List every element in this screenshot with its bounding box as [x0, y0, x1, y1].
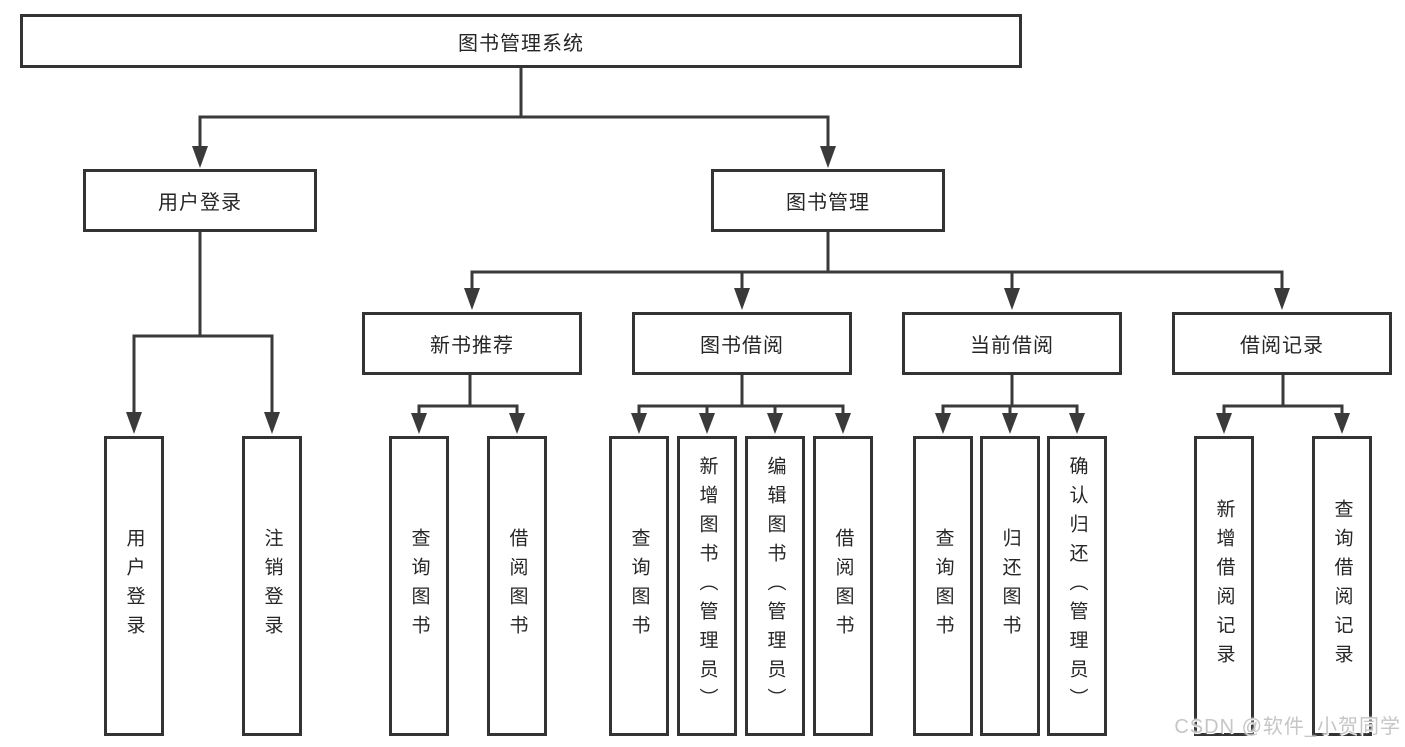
leaf-confirm-return-admin: 确认归还（管理员） — [1047, 436, 1107, 736]
connector-user-login — [132, 230, 274, 415]
leaf-query-books-borrow: 查询图书 — [609, 436, 669, 736]
node-label: 确认归还（管理员） — [1066, 455, 1088, 717]
leaf-query-borrow-record: 查询借阅记录 — [1312, 436, 1372, 736]
node-label: 查询图书 — [628, 528, 650, 644]
node-label: 查询图书 — [408, 528, 430, 644]
leaf-add-borrow-record: 新增借阅记录 — [1194, 436, 1254, 736]
node-label: 图书管理系统 — [458, 32, 584, 55]
node-library-system: 图书管理系统 — [20, 14, 1022, 68]
connector-current-borrow — [941, 373, 1079, 416]
connector-borrow-records — [1222, 373, 1344, 416]
leaf-borrow-books-recommend: 借阅图书 — [487, 436, 547, 736]
node-current-borrow: 当前借阅 — [902, 312, 1122, 375]
watermark: CSDN @软件_小贺同学 — [1174, 716, 1401, 738]
node-label: 查询图书 — [932, 528, 954, 644]
node-label: 借阅图书 — [832, 528, 854, 644]
leaf-return-books: 归还图书 — [980, 436, 1040, 736]
leaf-query-books-recommend: 查询图书 — [389, 436, 449, 736]
node-label: 新增图书（管理员） — [696, 455, 718, 717]
connector-book-borrow — [637, 373, 845, 416]
connector-new-book — [417, 373, 519, 416]
leaf-user-login: 用户登录 — [104, 436, 164, 736]
node-label: 借阅图书 — [506, 528, 528, 644]
node-label: 编辑图书（管理员） — [764, 455, 786, 717]
node-label: 查询借阅记录 — [1331, 499, 1353, 673]
arrowheads — [126, 146, 1350, 434]
leaf-add-books-admin: 新增图书（管理员） — [677, 436, 737, 736]
connector-root — [198, 66, 830, 148]
connector-book-mgmt — [470, 230, 1284, 291]
node-label: 新书推荐 — [430, 335, 514, 357]
node-label: 归还图书 — [999, 528, 1021, 644]
node-label: 用户登录 — [123, 528, 145, 644]
node-new-book-recommend: 新书推荐 — [362, 312, 582, 375]
leaf-query-books-current: 查询图书 — [913, 436, 973, 736]
leaf-edit-books-admin: 编辑图书（管理员） — [745, 436, 805, 736]
node-label: 图书管理 — [786, 192, 870, 214]
node-user-login: 用户登录 — [83, 169, 317, 232]
leaf-borrow-books: 借阅图书 — [813, 436, 873, 736]
node-label: 图书借阅 — [700, 335, 784, 357]
node-borrow-records: 借阅记录 — [1172, 312, 1392, 375]
node-book-borrow: 图书借阅 — [632, 312, 852, 375]
node-label: 用户登录 — [158, 192, 242, 214]
node-label: 借阅记录 — [1240, 335, 1324, 357]
node-label: 当前借阅 — [970, 335, 1054, 357]
node-label: 注销登录 — [261, 528, 283, 644]
node-label: 新增借阅记录 — [1213, 499, 1235, 673]
leaf-logout: 注销登录 — [242, 436, 302, 736]
node-book-management: 图书管理 — [711, 169, 945, 232]
